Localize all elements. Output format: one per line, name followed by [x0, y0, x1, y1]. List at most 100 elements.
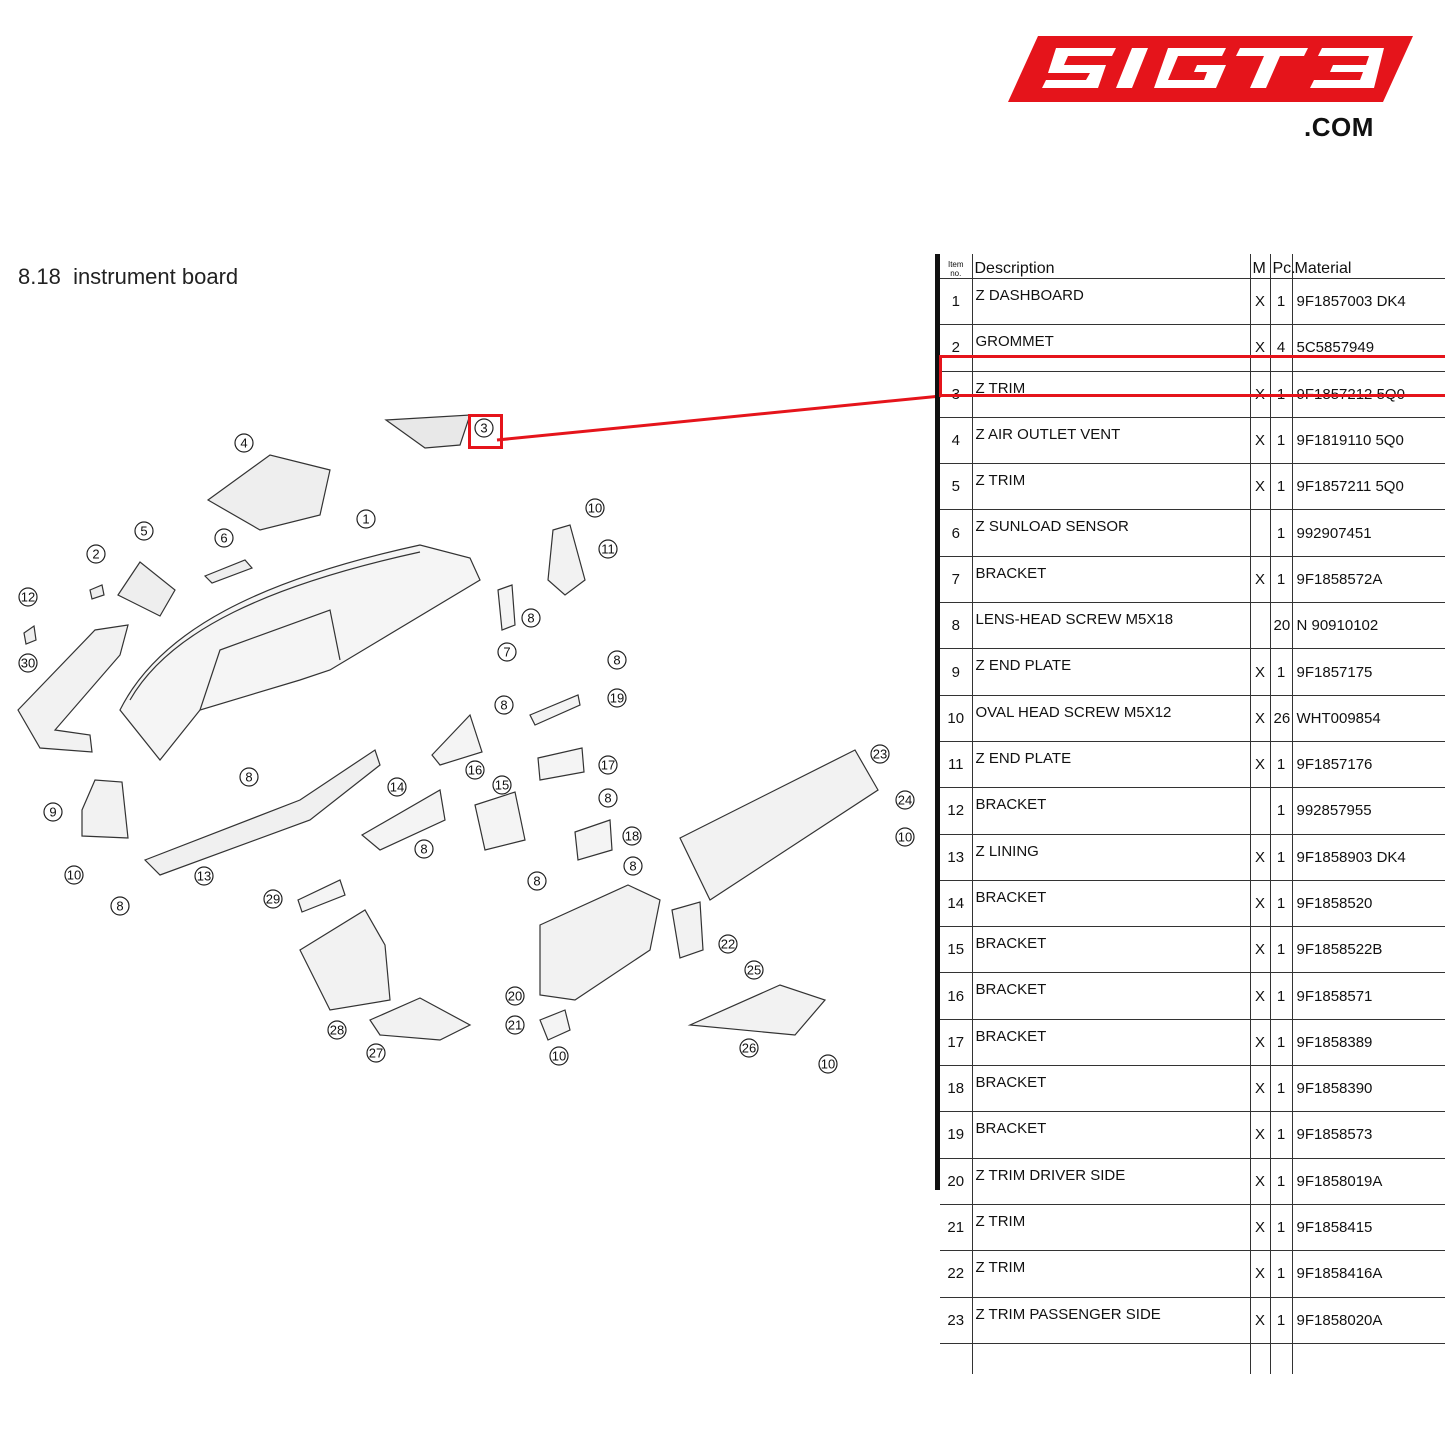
cell-item: 21 [940, 1204, 973, 1252]
cell-m: X [1250, 463, 1271, 511]
callout-25[interactable]: 25 [744, 960, 764, 980]
header-item-no: Item no. [940, 254, 973, 279]
cell-pc: 1 [1270, 972, 1293, 1020]
callout-16[interactable]: 16 [465, 760, 485, 780]
callout-label: 8 [116, 899, 123, 914]
callout-10[interactable]: 10 [895, 827, 915, 847]
callout-label: 18 [625, 829, 639, 844]
brand-logo [1008, 36, 1413, 102]
callout-22[interactable]: 22 [718, 934, 738, 954]
callout-10[interactable]: 10 [818, 1054, 838, 1074]
cell-material: 9F1857211 5Q0 [1292, 463, 1445, 511]
section-name: instrument board [73, 264, 239, 289]
callout-27[interactable]: 27 [366, 1043, 386, 1063]
callout-24[interactable]: 24 [895, 790, 915, 810]
callout-28[interactable]: 28 [327, 1020, 347, 1040]
callout-29[interactable]: 29 [263, 889, 283, 909]
callout-3[interactable]: 3 [474, 418, 494, 438]
callout-8[interactable]: 8 [521, 608, 541, 628]
callout-30[interactable]: 30 [18, 653, 38, 673]
callout-21[interactable]: 21 [505, 1015, 525, 1035]
cell-description: OVAL HEAD SCREW M5X12 [972, 695, 1251, 742]
table-left-rule [935, 254, 940, 1190]
callout-8[interactable]: 8 [527, 871, 547, 891]
cell-item: 14 [940, 880, 973, 928]
callout-8[interactable]: 8 [239, 767, 259, 787]
callout-17[interactable]: 17 [598, 755, 618, 775]
callout-1[interactable]: 1 [356, 509, 376, 529]
callout-13[interactable]: 13 [194, 866, 214, 886]
cell-description: Z SUNLOAD SENSOR [972, 509, 1251, 557]
cell-pc: 1 [1270, 1158, 1293, 1205]
cell-m: X [1250, 1158, 1271, 1205]
callout-10[interactable]: 10 [549, 1046, 569, 1066]
cell-m: X [1250, 926, 1271, 974]
callout-26[interactable]: 26 [739, 1038, 759, 1058]
cell-description: Z END PLATE [972, 648, 1251, 696]
callout-label: 10 [552, 1049, 566, 1064]
callout-8[interactable]: 8 [110, 896, 130, 916]
callout-18[interactable]: 18 [622, 826, 642, 846]
callout-label: 4 [240, 436, 247, 451]
callout-2[interactable]: 2 [86, 544, 106, 564]
callout-4[interactable]: 4 [234, 433, 254, 453]
callout-19[interactable]: 19 [607, 688, 627, 708]
callout-8[interactable]: 8 [598, 788, 618, 808]
highlighted-callout-frame [468, 414, 503, 449]
callout-5[interactable]: 5 [134, 521, 154, 541]
callout-20[interactable]: 20 [505, 986, 525, 1006]
callout-label: 24 [898, 793, 912, 808]
callout-12[interactable]: 12 [18, 587, 38, 607]
cell-item: 22 [940, 1250, 973, 1298]
callout-8[interactable]: 8 [414, 839, 434, 859]
callout-14[interactable]: 14 [387, 777, 407, 797]
callout-15[interactable]: 15 [492, 775, 512, 795]
cell-description: BRACKET [972, 1019, 1251, 1067]
callout-11[interactable]: 11 [598, 539, 618, 559]
callout-6[interactable]: 6 [214, 528, 234, 548]
callout-8[interactable]: 8 [494, 695, 514, 715]
callout-label: 26 [742, 1041, 756, 1056]
cell-item: 20 [940, 1158, 973, 1205]
cell-m: X [1250, 1065, 1271, 1113]
callout-8[interactable]: 8 [623, 856, 643, 876]
callout-10[interactable]: 10 [585, 498, 605, 518]
cell-material: N 90910102 [1292, 602, 1445, 650]
callout-9[interactable]: 9 [43, 802, 63, 822]
cell-m: X [1250, 1297, 1271, 1344]
cell-material: 9F1858520 [1292, 880, 1445, 928]
callout-label: 15 [495, 778, 509, 793]
cell-pc: 1 [1270, 1204, 1293, 1252]
cell-description: Z TRIM [972, 1250, 1251, 1298]
callout-10[interactable]: 10 [64, 865, 84, 885]
cell-item: 5 [940, 463, 973, 511]
callout-8[interactable]: 8 [607, 650, 627, 670]
callout-23[interactable]: 23 [870, 744, 890, 764]
cell-m: X [1250, 371, 1271, 418]
callout-7[interactable]: 7 [497, 642, 517, 662]
